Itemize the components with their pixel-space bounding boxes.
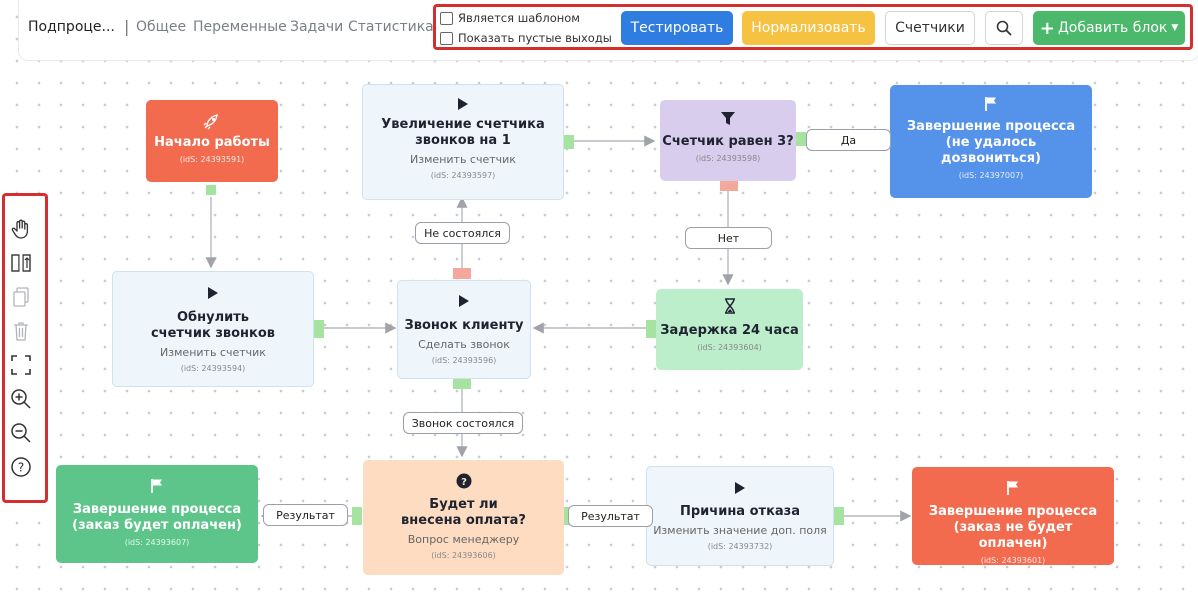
test-button[interactable]: Тестировать <box>621 11 733 45</box>
node-subtitle: Изменить значение доп. поля <box>653 524 827 537</box>
zoom-in-icon[interactable] <box>9 387 33 411</box>
node-refusal-reason[interactable]: Причина отказа Изменить значение доп. по… <box>646 466 834 566</box>
edge-label-happened[interactable]: Звонок состоялся <box>403 412 523 434</box>
tab-variables[interactable]: Переменные <box>193 19 287 35</box>
node-subtitle: Сделать звонок <box>418 338 510 351</box>
node-title: Задержка 24 часа <box>660 323 799 338</box>
flag-icon <box>151 479 162 493</box>
flag-icon <box>1007 481 1018 495</box>
add-block-button[interactable]: + Добавить блок ▼ <box>1033 11 1185 45</box>
edge-label-result-right[interactable]: Результат <box>568 505 653 527</box>
node-id: (idS: 24393598) <box>695 154 761 163</box>
template-checkbox[interactable]: Является шаблоном <box>440 11 580 25</box>
output-port[interactable] <box>314 320 324 338</box>
svg-text:?: ? <box>461 477 467 488</box>
node-id: (idS: 24393597) <box>430 171 496 180</box>
canvas-toolbox <box>2 193 48 503</box>
node-id: (idS: 24397007) <box>958 171 1024 180</box>
play-icon <box>458 98 468 110</box>
edge-label-no[interactable]: Нет <box>685 227 772 249</box>
node-payment-question[interactable]: ? Будет ли внесена оплата? Вопрос менедж… <box>363 460 564 575</box>
node-title: Звонок клиенту <box>404 318 524 333</box>
show-empty-outputs-label: Показать пустые выходы <box>458 31 612 45</box>
node-id: (idS: 24393591) <box>179 155 245 164</box>
node-reset-counter[interactable]: Обнулить счетчик звонков Изменить счетчи… <box>112 271 314 387</box>
add-block-label: Добавить блок <box>1057 20 1168 36</box>
node-counter-check[interactable]: Счетчик равен 3? (idS: 24393598) <box>660 100 796 181</box>
output-port-yes[interactable] <box>796 132 806 146</box>
play-icon <box>735 482 745 494</box>
copy-icon[interactable] <box>9 285 33 309</box>
node-id: (idS: 24393732) <box>707 542 773 551</box>
breadcrumb-separator: | <box>124 17 130 36</box>
output-port-result-left[interactable] <box>352 507 362 525</box>
node-title: Завершение процесса (заказ не будет опла… <box>928 504 1098 551</box>
play-icon <box>459 295 469 307</box>
search-icon <box>996 20 1012 36</box>
output-port[interactable] <box>206 185 216 195</box>
split-icon[interactable] <box>9 251 33 275</box>
help-icon[interactable]: ? <box>9 455 33 479</box>
node-title: Счетчик равен 3? <box>662 134 794 149</box>
search-button[interactable] <box>985 11 1023 45</box>
controls-highlight <box>433 4 1193 50</box>
node-title: Завершение процесса (заказ будет оплачен… <box>72 502 242 533</box>
node-delay[interactable]: Задержка 24 часа (idS: 24393604) <box>656 289 803 370</box>
process-title: Подпроце... <box>28 19 115 35</box>
node-title: Причина отказа <box>680 504 800 519</box>
node-title: Увеличение счетчика звонков на 1 <box>381 117 545 148</box>
output-port[interactable] <box>564 135 574 149</box>
node-end-paid[interactable]: Завершение процесса (заказ будет оплачен… <box>56 465 258 563</box>
play-icon <box>208 287 218 299</box>
checkbox-box[interactable] <box>440 31 453 45</box>
node-end-unpaid[interactable]: Завершение процесса (заказ не будет опла… <box>912 467 1114 565</box>
counters-button[interactable]: Счетчики <box>885 11 975 45</box>
flag-icon <box>985 97 996 111</box>
hand-icon[interactable] <box>9 217 33 241</box>
output-port[interactable] <box>646 320 656 338</box>
edge-label-not-happened[interactable]: Не состоялся <box>415 222 510 244</box>
output-port-not-happened[interactable] <box>453 268 471 279</box>
tab-statistics[interactable]: Статистика <box>348 19 434 35</box>
node-title: Будет ли внесена оплата? <box>401 497 526 528</box>
node-end-no-reach[interactable]: Завершение процесса (не удалось дозвонит… <box>890 85 1092 198</box>
svg-text:?: ? <box>18 461 24 475</box>
node-id: (idS: 24393604) <box>697 343 762 352</box>
trash-icon[interactable] <box>9 319 33 343</box>
tab-tasks[interactable]: Задачи <box>290 19 344 35</box>
checkbox-box[interactable] <box>440 11 453 25</box>
node-subtitle: Вопрос менеджеру <box>407 533 520 546</box>
plus-icon: + <box>1039 17 1055 39</box>
node-title: Обнулить счетчик звонков <box>150 310 276 341</box>
edge-label-result-left[interactable]: Результат <box>263 504 348 526</box>
caret-down-icon: ▼ <box>1171 23 1179 33</box>
zoom-out-icon[interactable] <box>9 421 33 445</box>
node-subtitle: Изменить счетчик <box>410 153 516 166</box>
node-call-client[interactable]: Звонок клиенту Сделать звонок (idS: 2439… <box>397 280 531 379</box>
node-title: Начало работы <box>154 135 270 150</box>
fit-screen-icon[interactable] <box>9 353 33 377</box>
node-subtitle: Изменить счетчик <box>160 346 266 359</box>
node-id: (idS: 24393594) <box>180 364 246 373</box>
node-id: (idS: 24393606) <box>431 551 496 560</box>
hourglass-icon <box>724 298 735 314</box>
show-empty-outputs-checkbox[interactable]: Показать пустые выходы <box>440 31 612 45</box>
normalize-button[interactable]: Нормализовать <box>742 11 875 45</box>
node-increment-counter[interactable]: Увеличение счетчика звонков на 1 Изменит… <box>362 84 564 200</box>
output-port[interactable] <box>834 507 844 525</box>
node-start[interactable]: Начало работы (idS: 24393591) <box>146 100 278 182</box>
filter-icon <box>721 112 735 125</box>
tab-general[interactable]: Общее <box>136 19 187 35</box>
node-id: (idS: 24393596) <box>431 356 497 365</box>
node-title: Завершение процесса (не удалось дозвонит… <box>906 119 1076 166</box>
node-id: (idS: 24393607) <box>124 538 190 547</box>
output-port-happened[interactable] <box>453 379 471 389</box>
template-checkbox-label: Является шаблоном <box>458 11 580 25</box>
rocket-icon <box>203 114 218 130</box>
node-id: (idS: 24393601) <box>980 556 1046 565</box>
question-icon: ? <box>456 473 471 489</box>
output-port-no[interactable] <box>720 181 738 191</box>
edge-label-yes[interactable]: Да <box>806 129 891 151</box>
